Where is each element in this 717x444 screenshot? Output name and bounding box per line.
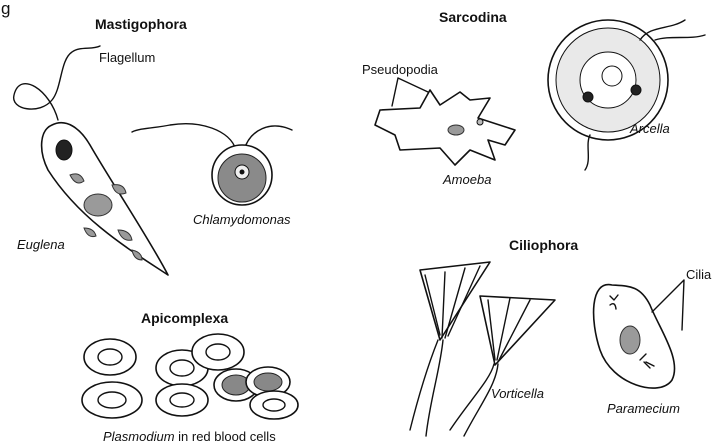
plasmodium-caption-rest: in red blood cells [175,429,276,444]
vorticella-label: Vorticella [491,387,544,400]
cilia-label: Cilia [686,268,711,281]
euglena-label: Euglena [17,238,65,251]
mastigophora-heading: Mastigophora [95,17,187,31]
apicomplexa-heading: Apicomplexa [141,311,228,325]
chlamydomonas-drawing [132,124,292,205]
arcella-label: Arcella [630,122,670,135]
amoeba-label: Amoeba [443,173,491,186]
vorticella-drawing [410,262,555,436]
arcella-drawing [548,20,705,170]
pseudopodia-label: Pseudopodia [362,63,438,76]
paramecium-drawing [594,280,684,388]
plasmodium-caption: Plasmodium in red blood cells [103,430,276,443]
ciliophora-heading: Ciliophora [509,238,578,252]
top-partial-text: g [1,0,10,17]
chlamydomonas-label: Chlamydomonas [193,213,291,226]
plasmodium-genus: Plasmodium [103,429,175,444]
rbc-drawing [82,334,298,419]
paramecium-label: Paramecium [607,402,680,415]
flagellum-label: Flagellum [99,51,155,64]
sarcodina-heading: Sarcodina [439,10,507,24]
amoeba-drawing [375,78,515,165]
